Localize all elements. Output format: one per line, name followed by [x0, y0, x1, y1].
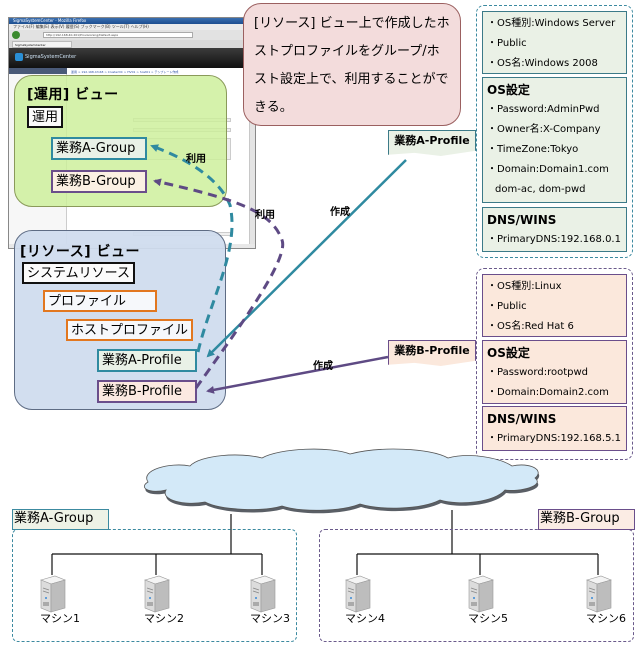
profile-b-public: ・Public: [487, 301, 527, 312]
resource-view-title: [リソース] ビュー: [20, 244, 140, 260]
network-cloud: [143, 448, 540, 514]
profile-b-tag: 業務B-Profile: [388, 340, 476, 366]
use-a-label: 利用: [186, 154, 206, 165]
breadcrumb: 運用 > 192.168.43.68 > ClusterDC > HV01 > …: [71, 70, 179, 74]
server-icon: [247, 574, 277, 618]
profile-b-os-name: ・OS名:Red Hat 6: [487, 321, 574, 332]
profile-a-public: ・Public: [487, 38, 527, 49]
use-b-label: 利用: [255, 210, 275, 221]
profile-a-detail-panel: [476, 5, 633, 258]
profile-a-os-name: ・OS名:Windows 2008: [487, 58, 598, 69]
group-b-network-frame: [319, 529, 634, 642]
machine-label: マシン3: [250, 612, 290, 625]
browser-tab: SigmaSystemCenter: [12, 41, 72, 48]
app-logo: SigmaSystemCenter: [13, 51, 76, 63]
browser-tab-bar: [9, 40, 255, 48]
profile-b-detail-panel: [476, 268, 633, 460]
group-b-label: 業務B-Group: [538, 509, 635, 530]
profile-b-os-type: ・OS種別:Linux: [487, 281, 562, 292]
profile-b-basic-box: ・OS種別:Linux ・Public ・OS名:Red Hat 6: [482, 274, 627, 337]
profile-a-dns-box: DNS/WINS ・PrimaryDNS:192.168.0.1: [482, 207, 627, 252]
profile-node: プロファイル: [43, 290, 157, 312]
browser-title-bar: SigmaSystemCenter - Mozilla Firefox: [9, 18, 255, 24]
profile-a-password: ・Password:AdminPwd: [487, 104, 600, 115]
profile-a-timezone: ・TimeZone:Tokyo: [487, 144, 579, 155]
server-icon: [37, 574, 67, 618]
machine-label: マシン1: [40, 612, 80, 625]
operations-view-title: [運用] ビュー: [27, 87, 119, 103]
profile-b-primary-dns: ・PrimaryDNS:192.168.5.1: [487, 433, 621, 444]
profile-a-domain: ・Domain:Domain1.com: [487, 164, 609, 175]
use-b-arrow: [153, 178, 285, 389]
profile-a-basic-box: ・OS種別:Windows Server ・Public ・OS名:Window…: [482, 11, 627, 74]
profile-a-os-type: ・OS種別:Windows Server: [487, 18, 616, 29]
profile-a-os-settings-box: OS設定 ・Password:AdminPwd ・Owner名:X-Compan…: [482, 77, 627, 203]
profile-b-dns-box: DNS/WINS ・PrimaryDNS:192.168.5.1: [482, 406, 627, 451]
operations-root-node: 運用: [27, 106, 64, 128]
group-b-node: 業務B-Group: [51, 170, 147, 193]
use-a-arrow: [150, 144, 234, 353]
dns-heading: DNS/WINS: [487, 213, 557, 227]
create-a-label: 作成: [330, 207, 350, 218]
server-icon: [342, 574, 372, 618]
sidebar-header: [9, 68, 67, 74]
profile-a-owner: ・Owner名:X-Company: [487, 124, 601, 135]
machine-label: マシン4: [345, 612, 385, 625]
os-settings-heading: OS設定: [487, 346, 530, 360]
profile-a-tag: 業務A-Profile: [388, 130, 476, 156]
group-a-node: 業務A-Group: [51, 137, 147, 160]
machine-label: マシン2: [144, 612, 184, 625]
group-a-network-frame: [12, 529, 297, 642]
system-resource-node: システムリソース: [22, 262, 135, 284]
machine-label: マシン6: [586, 612, 626, 625]
server-icon: [141, 574, 171, 618]
create-b-arrow: [206, 355, 389, 394]
profile-b-node: 業務B-Profile: [97, 380, 197, 403]
create-b-label: 作成: [313, 361, 333, 372]
server-icon: [465, 574, 495, 618]
profile-b-password: ・Password:rootpwd: [487, 367, 589, 378]
browser-menu-bar: ファイル(F) 編集(E) 表示(V) 履歴(S) ブックマーク(B) ツール(…: [9, 24, 255, 30]
dns-heading: DNS/WINS: [487, 412, 557, 426]
host-profile-node: ホストプロファイル: [66, 319, 194, 341]
profile-a-primary-dns: ・PrimaryDNS:192.168.0.1: [487, 234, 621, 245]
os-settings-heading: OS設定: [487, 83, 530, 97]
profile-b-os-settings-box: OS設定 ・Password:rootpwd ・Domain:Domain2.c…: [482, 340, 627, 404]
explanation-callout: [リソース] ビュー上で作成したホストプロファイルをグループ/ホスト設定上で、利…: [243, 3, 461, 126]
group-a-label: 業務A-Group: [12, 509, 109, 530]
server-icon: [583, 574, 613, 618]
machine-label: マシン5: [468, 612, 508, 625]
browser-url-field: http://192.168.40.201/Provisioning/Defau…: [43, 32, 193, 38]
profile-a-node: 業務A-Profile: [97, 349, 197, 372]
back-icon: [12, 31, 20, 39]
profile-b-domain: ・Domain:Domain2.com: [487, 387, 609, 398]
profile-a-domain-account: dom-ac, dom-pwd: [495, 184, 586, 195]
scrollbar: [249, 68, 255, 244]
create-a-arrow: [206, 159, 407, 358]
app-header: [9, 48, 255, 68]
